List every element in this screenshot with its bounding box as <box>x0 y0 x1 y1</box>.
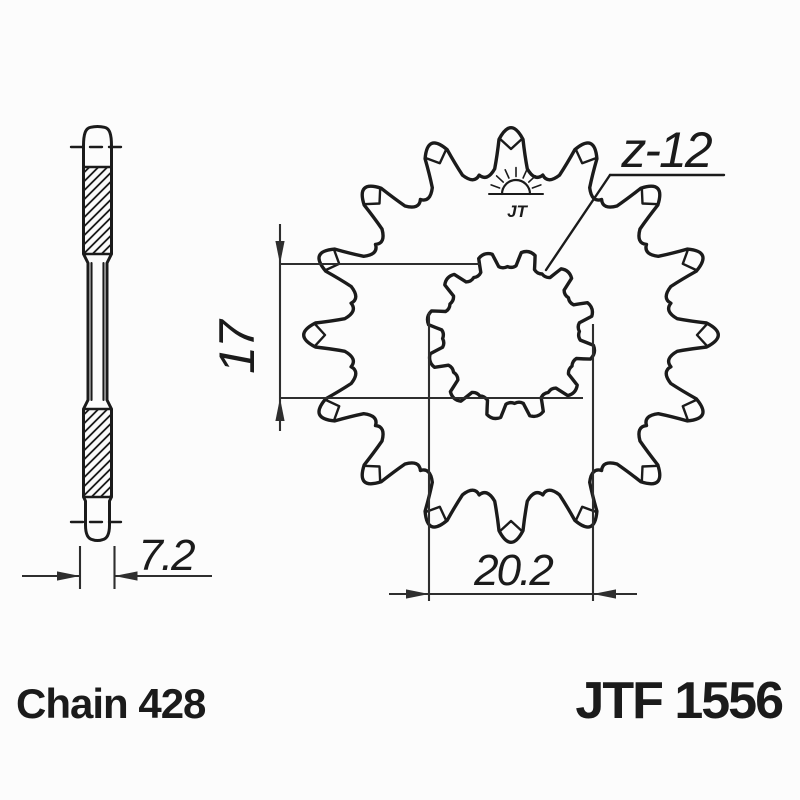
teeth-label-leader-line <box>544 173 612 272</box>
sprocket-teeth-outline <box>302 126 720 544</box>
dimension-arrowhead <box>275 398 285 421</box>
rising-sun-icon <box>490 166 542 189</box>
chain-size-label: Chain 428 <box>16 680 206 727</box>
dimension-arrowhead <box>114 571 138 581</box>
sun-ray <box>531 184 542 189</box>
hatch-line <box>99 485 113 498</box>
side-view-outline <box>82 124 113 543</box>
hatch-line <box>82 413 113 443</box>
sun-ray <box>504 169 510 179</box>
dim-20-2-label: 20.2 <box>473 546 553 595</box>
hatch-line <box>100 243 113 255</box>
hatch-line <box>82 467 113 497</box>
hatch-line <box>82 431 113 461</box>
hatch-line <box>82 166 109 192</box>
jt-logo: JT <box>488 166 544 221</box>
side-view-cross-section <box>69 124 126 543</box>
spline-bore-outline <box>425 249 597 421</box>
dim-7-2-label: 7.2 <box>138 531 195 580</box>
part-number-label: JTF 1556 <box>575 672 783 730</box>
sun-dome-icon <box>500 178 532 196</box>
hatch-line <box>82 422 113 452</box>
tooth-tip-chamfer-marks <box>313 137 709 533</box>
sun-ray <box>490 184 501 189</box>
dimension-annotations: 17 20.2 7.2 z-12 <box>22 122 726 601</box>
sun-ray <box>527 175 537 183</box>
hatch-line <box>82 171 113 201</box>
dimension-arrowhead <box>406 589 429 599</box>
sun-ray <box>522 169 528 179</box>
hatch-line <box>82 440 113 470</box>
hatch-line <box>82 408 100 425</box>
hatch-line <box>82 458 113 488</box>
dimension-arrowhead <box>275 241 285 264</box>
logo-text: JT <box>507 202 528 221</box>
hatch-line <box>82 180 113 210</box>
sun-ray <box>495 175 505 183</box>
dimension-arrowhead <box>57 571 80 581</box>
hatch-line <box>82 166 100 183</box>
hatch-line <box>82 408 109 434</box>
front-view-sprocket <box>302 126 720 544</box>
teeth-count-label: z-12 <box>620 122 712 178</box>
hatch-line <box>90 476 113 498</box>
hatch-line <box>82 449 113 479</box>
hatch-line <box>91 234 113 255</box>
hatch-line <box>82 216 113 246</box>
dim-17-label: 17 <box>209 318 265 374</box>
dimension-arrowhead <box>593 589 616 599</box>
hatch-line <box>82 198 113 228</box>
dimension-arrowheads <box>57 241 616 599</box>
hatch-line <box>82 207 113 237</box>
hatch-line <box>82 225 113 255</box>
hatch-line <box>82 189 113 219</box>
